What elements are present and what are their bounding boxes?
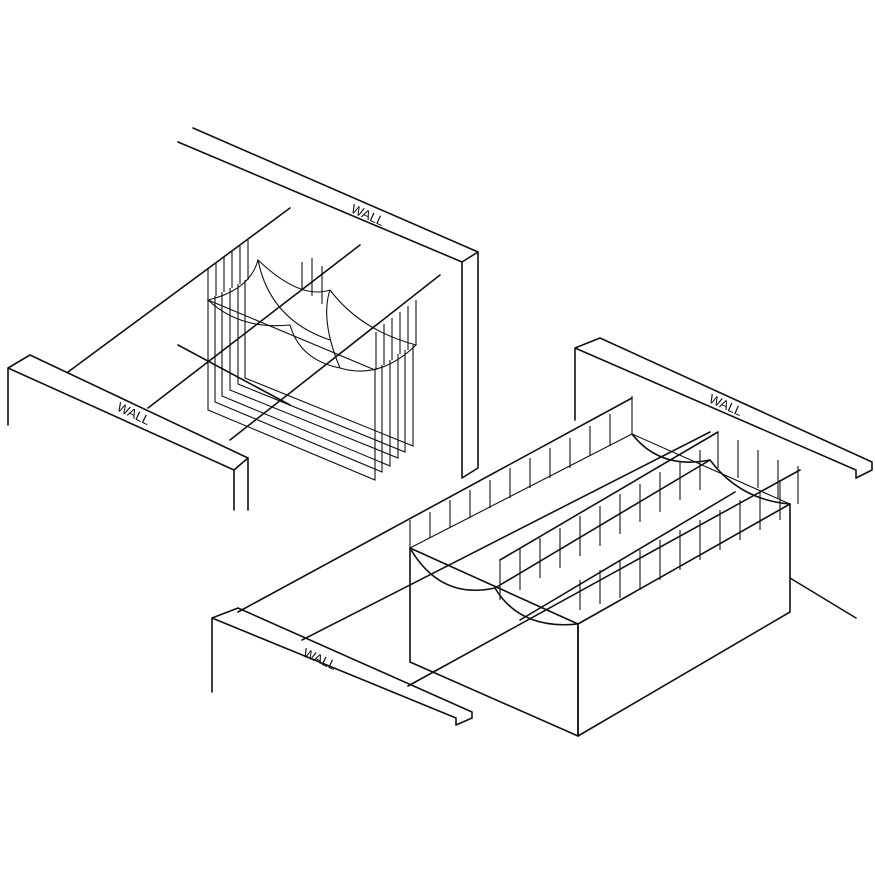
upper-net-panels <box>206 240 418 481</box>
bottom-left-wall-label: WALL <box>301 645 339 673</box>
lower-right-wall <box>574 337 873 479</box>
lower-support-lines <box>237 397 857 687</box>
lower-left-wall <box>211 607 473 726</box>
upper-assembly <box>7 127 479 511</box>
lower-cage <box>408 396 799 737</box>
upper-back-wall <box>177 127 479 479</box>
upper-support-lines <box>67 207 441 441</box>
upper-left-wall <box>7 354 249 511</box>
top-back-wall-label: WALL <box>349 201 387 229</box>
lower-assembly <box>211 337 873 737</box>
